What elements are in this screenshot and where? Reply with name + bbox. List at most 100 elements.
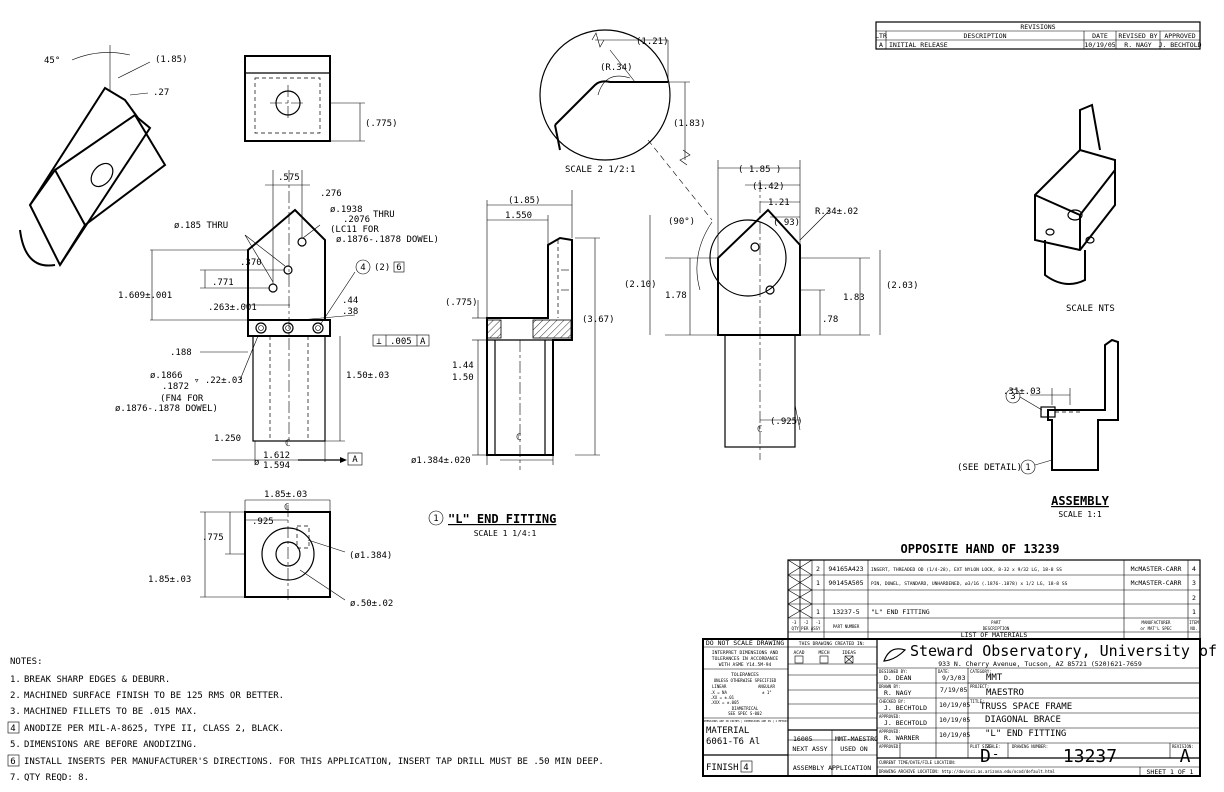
front-datum-a: A (352, 455, 358, 465)
tb-designed-by: D. DEAN (884, 674, 911, 682)
iso-dim-27: .27 (153, 88, 169, 98)
assembly-title: ASSEMBLY (1051, 494, 1110, 508)
tb-approved-by-2: R. WARNER (884, 734, 919, 742)
note-1-text: BREAK SHARP EDGES & DEBURR. (24, 675, 170, 685)
tb-approved-label-1: APPROVED: (879, 714, 901, 719)
bom-row2-desc: PIN, DOWEL, STANDARD, UNHARDENED, ø3/16 … (871, 581, 1068, 587)
bill-of-materials: 2 94165A423 INSERT, THREADED OD (1/4-28)… (787, 559, 1201, 640)
bom-row4-qty: 1 (816, 608, 820, 616)
front-hole-dia-bot: .2076 (343, 215, 370, 225)
tb-title-label: TITLE: (970, 699, 984, 704)
top-view: (.775) (244, 55, 398, 142)
iso-view: SCALE NTS (1034, 103, 1116, 314)
side-dim-150: 1.50 (452, 373, 474, 383)
tb-revision: A (1180, 746, 1191, 767)
side-dim-1550: 1.550 (505, 211, 532, 221)
tb-project: MAESTRO (986, 688, 1024, 698)
front-dim-44: .44 (342, 296, 358, 306)
front-hole-thru: THRU (373, 210, 395, 220)
front-dim-276: .276 (320, 189, 342, 199)
tb-tol-small: DIMENSIONS ARE IN INCHES | DIMENSIONS AR… (702, 719, 788, 723)
front-dowel-note-2: ø.1876-.1878 DOWEL) (115, 404, 218, 414)
tb-current-location: CURRENT TIME/DATE/FILE LOCATION: (879, 760, 956, 765)
note-6-num: 6 (10, 757, 15, 767)
tb-tol-diametrical: DIAMETRICAL (732, 706, 759, 711)
tb-material-label: MATERIAL (706, 726, 749, 736)
front-dia-top: 1.612 (263, 451, 290, 461)
side-dim-367: (3.67) (582, 315, 615, 325)
right-dim-121: 1.21 (768, 198, 790, 208)
front-dim-370: .370 (240, 258, 262, 268)
tb-tol-ang-val: ± 1° (762, 690, 772, 695)
tb-tol-title: TOLERANCES (731, 672, 759, 678)
tb-interpret-2: TOLERANCES IN ACCORDANCE (712, 656, 779, 662)
bom-header-item-1: ITEM (1189, 620, 1199, 625)
tb-dont-scale: DO NOT SCALE DRAWING (706, 639, 784, 647)
tb-designed-date: 9/3/03 (942, 674, 966, 682)
tb-assembly-application: ASSEMBLY APPLICATION (793, 764, 871, 772)
tb-address: 933 N. Cherry Avenue, Tucson, AZ 85721 (… (938, 660, 1142, 668)
bom-row1-item: 4 (1192, 565, 1196, 573)
tb-project-label: PROJECT: (970, 684, 989, 689)
tb-finish-note: 4 (743, 763, 748, 773)
side-centerline: ℂ (516, 433, 521, 443)
tb-title-2: DIAGONAL BRACE (985, 715, 1061, 725)
tb-organization: Steward Observatory, University of Arizo… (910, 642, 1224, 660)
bom-header-desc-2: DESCRIPTION (983, 626, 1010, 631)
front-pin-depth: ▿ .22±.03 (194, 376, 243, 386)
iso-angle-45: 45° (44, 56, 60, 66)
tb-category: MMT (986, 673, 1003, 683)
right-dim-185: ( 1.85 ) (738, 165, 781, 175)
detail-dim-121: (1.21) (636, 37, 669, 47)
rev-header-revised-by: REVISED BY (1118, 32, 1157, 40)
front-hole-dia-top: ø.1938 (330, 205, 363, 215)
side-dim-144: 1.44 (452, 361, 474, 371)
assembly-see-detail: (SEE DETAIL) (957, 463, 1022, 473)
tb-approved-by-1: J. BECHTOLD (884, 719, 927, 727)
bom-row2-part: 90145A505 (828, 579, 863, 587)
side-dim-1384: ø1.384±.020 (411, 456, 471, 466)
top-dim-775: (.775) (365, 119, 398, 129)
tb-approved-date-1: 10/19/05 (939, 716, 970, 724)
bom-row1-qty: 2 (816, 565, 820, 573)
front-fn4-note: (FN4 FOR (160, 394, 204, 404)
front-dia-symbol: ø (254, 458, 260, 468)
tb-material: 6061-T6 Al (706, 737, 760, 747)
tb-used-on: USED ON (840, 745, 867, 753)
front-hole-185-thru: ø.185 THRU (174, 221, 228, 231)
bom-row1-part: 94165A423 (828, 565, 863, 573)
tb-drawn-by: R. NAGY (884, 689, 911, 697)
rev-row-ltr: A (879, 41, 883, 49)
bottom-view: 1.85±.03 ℂ .925 .775 1.85±.03 (ø1.384) ø… (148, 490, 393, 609)
notes: NOTES: 1. BREAK SHARP EDGES & DEBURR. 2.… (7, 657, 604, 783)
front-flatness-datum: A (420, 337, 426, 347)
bottom-dim-1384: (ø1.384) (349, 551, 392, 561)
right-dim-178: 1.78 (665, 291, 687, 301)
rev-row-date: 10/19/05 (1084, 41, 1115, 49)
rev-header-description: DESCRIPTION (963, 32, 1006, 40)
front-dim-38: .38 (342, 307, 358, 317)
rev-header-ltr: LTR (875, 32, 887, 40)
note-7-text: QTY REQD: 8. (24, 773, 89, 783)
tb-rev-label: REVISION: (1172, 744, 1194, 749)
bom-row4-item: 1 (1192, 608, 1196, 616)
right-dim-78: .78 (822, 315, 838, 325)
bom-header-item-2: NO. (1190, 626, 1197, 631)
bom-header-dash-2: -2 (804, 620, 809, 625)
right-dim-203: (2.03) (886, 281, 919, 291)
tb-used-on-no: MMT-MAESTRO (835, 735, 878, 743)
tb-tol-angular: ANGULAR (758, 684, 775, 689)
tb-tol-spec: SEE SPEC S-002 (728, 711, 762, 716)
tb-tol-linear: LINEAR (712, 684, 727, 689)
note-4-text: ANODIZE PER MIL-A-8625, TYPE II, CLASS 2… (24, 724, 284, 734)
tb-checked-by: J. BECHTOLD (884, 704, 927, 712)
bom-header-mfr-2: or MAT'L SPEC (1140, 626, 1172, 631)
rev-header-date: DATE (1092, 32, 1108, 40)
tb-title-3: "L" END FITTING (985, 729, 1066, 739)
tb-tol-xx: .XX = ±.01 (710, 695, 735, 700)
front-dim-263: .263±.001 (208, 303, 257, 313)
tb-approved-label-2: APPROVED: (879, 729, 901, 734)
tb-tol-xxx: .XXX = ±.005 (710, 700, 739, 705)
front-dim-771: .771 (212, 278, 234, 288)
tb-drawn-date: 7/19/05 (940, 686, 967, 694)
